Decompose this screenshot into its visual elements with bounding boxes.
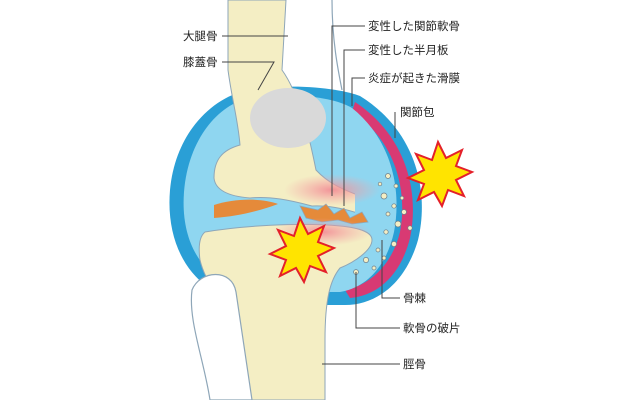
label-tibia: 脛骨 bbox=[403, 357, 426, 371]
pain-burst-right bbox=[405, 139, 475, 209]
fibula bbox=[190, 274, 253, 401]
patella bbox=[250, 88, 326, 148]
label-femur: 大腿骨 bbox=[183, 29, 218, 43]
label-osteophyte: 骨棘 bbox=[403, 291, 426, 305]
label-inflamed-synovium: 炎症が起きた滑膜 bbox=[368, 71, 460, 85]
meniscus bbox=[214, 199, 278, 218]
femur-shaft-edge bbox=[331, 0, 343, 91]
label-cartilage-fragments: 軟骨の破片 bbox=[403, 321, 461, 335]
label-degenerated-meniscus: 変性した半月板 bbox=[368, 43, 449, 57]
label-patella: 膝蓋骨 bbox=[183, 55, 218, 69]
label-degenerated-cartilage: 変性した関節軟骨 bbox=[368, 19, 460, 33]
pain-burst-left bbox=[267, 215, 337, 285]
cartilage-fragments bbox=[353, 173, 413, 275]
leader-lines bbox=[222, 25, 400, 365]
label-joint-capsule: 関節包 bbox=[400, 105, 435, 119]
inflamed-synovium bbox=[345, 102, 413, 298]
